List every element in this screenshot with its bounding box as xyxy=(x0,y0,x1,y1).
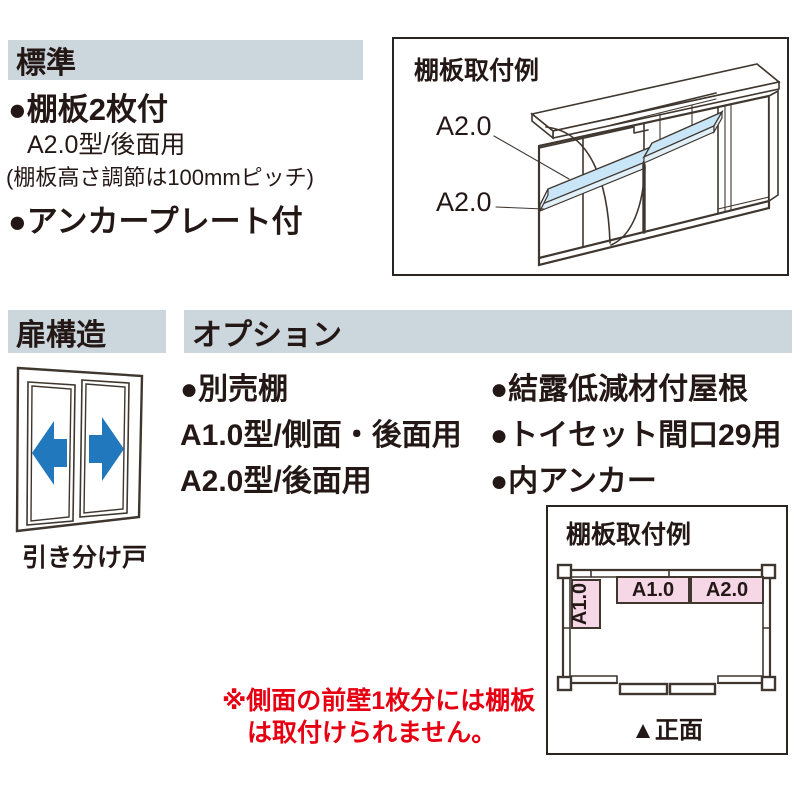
back-rail xyxy=(608,92,717,120)
corner-post xyxy=(556,675,573,692)
door-drawing xyxy=(15,366,144,533)
option-shelf-type-a20: A2.0型/後面用 xyxy=(180,465,372,498)
corner-post xyxy=(760,563,777,580)
plan-shelf-mid xyxy=(616,576,690,604)
option-condensation-roof: ●結露低減材付屋根 xyxy=(490,373,749,406)
slide-right-arrow-icon xyxy=(89,417,124,481)
base-slab xyxy=(537,199,771,267)
plan-label-mid: A1.0 xyxy=(632,579,674,601)
door-leaf-plan xyxy=(618,682,669,696)
leader-line-bottom xyxy=(495,206,545,210)
opening-jambs xyxy=(616,675,719,684)
standard-item-shelves: ●棚板2枚付 xyxy=(8,92,168,127)
door-leaf-right-inner xyxy=(83,383,126,514)
leader-line-top xyxy=(493,135,570,180)
standard-item-shelves-type: A2.0型/後面用 xyxy=(27,131,186,159)
roof-end-cap xyxy=(531,112,554,140)
body-top-edge xyxy=(537,94,771,148)
door-leaf-left-inner xyxy=(30,385,72,522)
door-leaf-plan xyxy=(668,682,717,696)
shelf-label-bottom: A2.0 xyxy=(436,187,492,217)
shelf-example-plan-box: 棚板取付例 A1.0 A2.0 A1.0 ▲正面 xyxy=(546,505,788,755)
standard-item-shelves-pitch-note: (棚板高さ調節は100mmピッチ) xyxy=(6,165,315,190)
standard-section-header: 標準 xyxy=(8,40,363,80)
left-arc xyxy=(545,126,611,244)
shelf-restriction-note: ※側面の前壁1枚分には棚板 は取付けられません。 xyxy=(222,685,535,749)
options-section-header: オプション xyxy=(184,310,792,353)
plan-box-title: 棚板取付例 xyxy=(566,521,692,549)
option-shelf-type-a10: A1.0型/側面・後面用 xyxy=(180,419,462,452)
front-direction-label: ▲正面 xyxy=(631,717,703,744)
door-section-header: 扉構造 xyxy=(8,310,166,353)
corner-post xyxy=(556,563,573,580)
sliding-door-lines xyxy=(724,104,732,213)
slide-left-arrow-icon xyxy=(32,421,67,485)
option-separate-shelf: ●別売棚 xyxy=(180,373,289,406)
plan-label-left: A1.0 xyxy=(569,583,591,625)
corner-post xyxy=(760,675,777,692)
note-line-1: ※側面の前壁1枚分には棚板 xyxy=(222,687,536,715)
plan-drawing: A1.0 A2.0 A1.0 xyxy=(556,563,777,696)
wall-ticks xyxy=(562,569,771,629)
option-inner-anchor: ●内アンカー xyxy=(490,465,657,498)
plan-shelf-left xyxy=(571,579,601,629)
body-right-cap xyxy=(768,89,779,203)
iso-box-title: 棚板取付例 xyxy=(414,57,540,85)
option-toi-set: ●トイセット間口29用 xyxy=(490,419,782,452)
plan-shelf-right xyxy=(690,576,764,604)
standard-item-anchor-plate: ●アンカープレート付 xyxy=(8,204,303,239)
shelf-board-left-top xyxy=(538,145,653,207)
shelf-board-right-top xyxy=(642,110,724,159)
shelf-label-top: A2.0 xyxy=(436,111,492,141)
back-rail-2 xyxy=(610,98,717,126)
iso-shed-drawing: A2.0 A2.0 xyxy=(436,63,781,267)
shelf-board-right-cap xyxy=(713,109,723,135)
roof-underside-step xyxy=(538,126,649,149)
shelf-example-iso-box: 棚板取付例 xyxy=(392,37,789,276)
plan-label-right: A2.0 xyxy=(706,579,748,601)
door-bottom-rail xyxy=(717,196,770,210)
note-line-2: は取付けられません。 xyxy=(247,719,497,747)
door-type-caption: 引き分け戸 xyxy=(22,544,148,572)
